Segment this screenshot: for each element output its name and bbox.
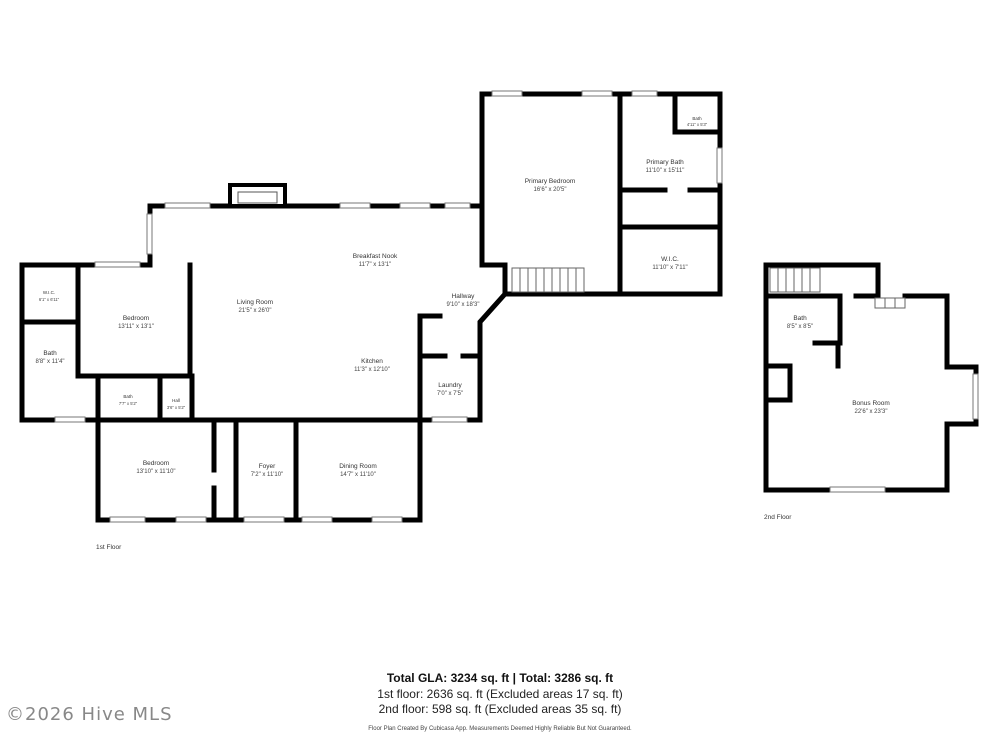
room-dimensions: 21'5" x 26'0" [239, 308, 272, 314]
first-floor-area: 1st floor: 2636 sq. ft (Excluded areas 1… [377, 687, 623, 701]
room-dimensions: 16'6" x 20'5" [534, 187, 567, 193]
room-name: Dining Room [339, 463, 377, 470]
room-name: Foyer [259, 463, 276, 470]
first-floor-label: 1st Floor [96, 544, 122, 551]
room-kitchen: Kitchen 11'3" x 12'10" [354, 358, 390, 373]
room-bath-small: Bath 4'11" x 5'3" [687, 116, 708, 127]
room-name: Primary Bedroom [525, 178, 576, 185]
room-name: Bedroom [143, 460, 169, 467]
second-floor-walls [763, 262, 979, 493]
room-bath-upper: Bath 8'5" x 8'5" [787, 315, 813, 330]
room-dimensions: 11'10" x 15'11" [646, 168, 685, 174]
room-name: Living Room [237, 299, 273, 306]
room-bedroom-front: Bedroom 13'10" x 11'10" [136, 460, 175, 475]
room-hallway: Hallway 9'10" x 18'3" [447, 293, 480, 308]
room-dimensions: 7'7" x 5'2" [119, 401, 138, 406]
first-floor-windows [54, 90, 723, 523]
room-dimensions: 11'10" x 7'11" [652, 265, 687, 271]
room-dimensions: 7'0" x 7'5" [437, 391, 463, 397]
room-name: Bath [793, 315, 807, 322]
room-dimensions: 11'7" x 13'1" [359, 262, 391, 268]
room-name: W.I.C. [43, 290, 55, 295]
room-name: Breakfast Nook [353, 253, 398, 260]
room-dimensions: 7'2" x 11'10" [251, 472, 283, 478]
room-name: Bonus Room [852, 400, 890, 407]
room-bonus-room: Bonus Room 22'6" x 23'3" [852, 400, 890, 415]
watermark: ©2026 Hive MLS [6, 704, 173, 725]
room-dimensions: 3'6" x 5'2" [167, 405, 186, 410]
room-bath-mid: Bath 7'7" x 5'2" [119, 394, 138, 406]
room-dimensions: 9'10" x 18'3" [447, 302, 480, 308]
second-floor-label: 2nd Floor [764, 514, 792, 521]
room-dimensions: 14'7" x 11'10" [340, 472, 376, 478]
room-wic-left: W.I.C. 6'1" x 6'11" [39, 290, 60, 302]
room-name: Bedroom [123, 315, 149, 322]
room-dimensions: 8'8" x 11'4" [35, 359, 64, 365]
room-dining-room: Dining Room 14'7" x 11'10" [339, 463, 377, 478]
room-name: Laundry [438, 382, 462, 389]
first-floor-stairs [511, 267, 585, 293]
room-hall: Hall 3'6" x 5'2" [167, 398, 186, 410]
room-primary-bedroom: Primary Bedroom 16'6" x 20'5" [525, 178, 576, 193]
room-name: Hall [172, 398, 180, 403]
room-wic-primary: W.I.C. 11'10" x 7'11" [652, 256, 687, 271]
disclaimer-text: Floor Plan Created By Cubicasa App. Meas… [368, 726, 632, 732]
room-dimensions: 13'10" x 11'10" [136, 469, 175, 475]
room-name: Hallway [452, 293, 476, 300]
room-bedroom-left: Bedroom 13'11" x 13'1" [118, 315, 154, 330]
room-name: W.I.C. [661, 256, 679, 263]
room-foyer: Foyer 7'2" x 11'10" [251, 463, 283, 478]
second-floor-area: 2nd floor: 598 sq. ft (Excluded areas 35… [378, 702, 622, 716]
room-name: Bath [43, 350, 57, 357]
room-name: Bath [123, 394, 133, 399]
room-bath-left: Bath 8'8" x 11'4" [35, 350, 64, 365]
room-dimensions: 11'3" x 12'10" [354, 367, 390, 373]
room-breakfast-nook: Breakfast Nook 11'7" x 13'1" [353, 253, 398, 268]
room-dimensions: 13'11" x 13'1" [118, 324, 154, 330]
room-name: Bath [692, 116, 702, 121]
room-dimensions: 4'11" x 5'3" [687, 122, 708, 127]
room-primary-bath: Primary Bath 11'10" x 15'11" [646, 159, 685, 174]
room-dimensions: 8'5" x 8'5" [787, 324, 813, 330]
total-area-summary: Total GLA: 3234 sq. ft | Total: 3286 sq.… [386, 671, 614, 685]
room-dimensions: 22'6" x 23'3" [855, 409, 888, 415]
room-dimensions: 6'1" x 6'11" [39, 297, 60, 302]
room-laundry: Laundry 7'0" x 7'5" [437, 382, 463, 397]
room-name: Kitchen [361, 358, 383, 365]
room-name: Primary Bath [646, 159, 684, 166]
first-floor-walls [19, 91, 723, 523]
room-living-room: Living Room 21'5" x 26'0" [237, 299, 273, 314]
